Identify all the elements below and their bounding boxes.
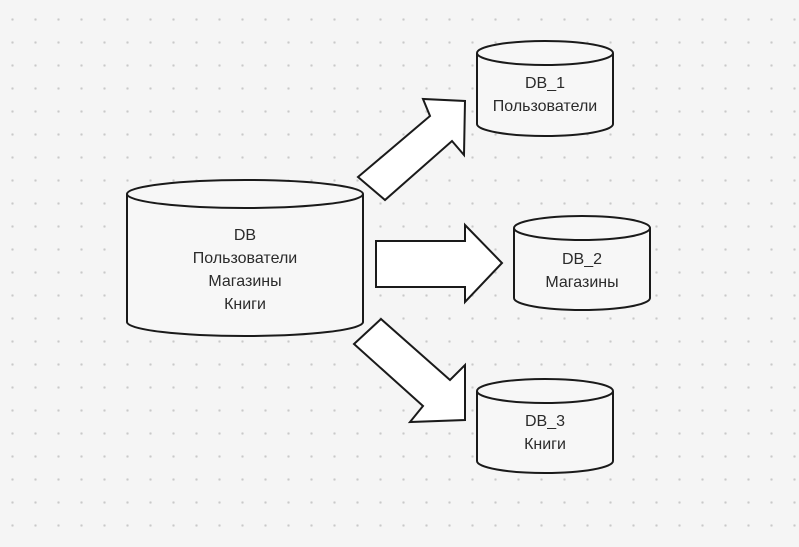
db3-line-1: DB_3 bbox=[524, 413, 566, 430]
main-db-cylinder[interactable] bbox=[126, 179, 364, 337]
db2-label: DB_2 Магазины bbox=[512, 248, 652, 294]
arrow-to-db1[interactable] bbox=[356, 97, 467, 202]
db1-cylinder[interactable] bbox=[476, 40, 614, 137]
db3-line-2: Книги bbox=[524, 436, 566, 453]
db1-label: DB_1 Пользователи bbox=[475, 72, 615, 118]
db1-line-1: DB_1 bbox=[524, 75, 566, 92]
db2-line-2: Магазины bbox=[545, 274, 619, 291]
main-db-line-3: Магазины bbox=[208, 273, 282, 290]
arrow-to-db2[interactable] bbox=[375, 222, 504, 305]
db3-label: DB_3 Книги bbox=[475, 410, 615, 456]
main-db-label: DB Пользователи Магазины Книги bbox=[145, 224, 345, 316]
db2-cylinder[interactable] bbox=[513, 215, 651, 311]
arrow-to-db3[interactable] bbox=[352, 317, 466, 424]
main-db-line-4: Книги bbox=[224, 296, 266, 313]
main-db-line-2: Пользователи bbox=[192, 250, 298, 267]
db1-line-2: Пользователи bbox=[492, 98, 598, 115]
db3-cylinder[interactable] bbox=[476, 378, 614, 474]
main-db-line-1: DB bbox=[233, 227, 257, 244]
db2-line-1: DB_2 bbox=[561, 251, 603, 268]
